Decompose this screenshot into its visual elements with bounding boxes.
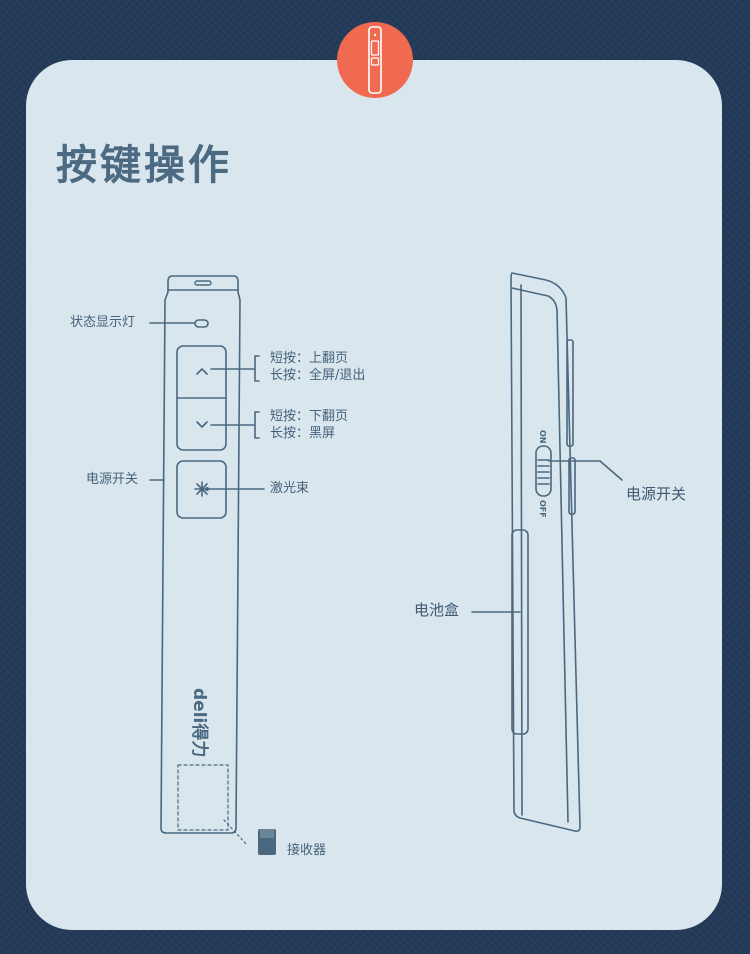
receiver-leader	[223, 819, 248, 846]
side-button-edge-2	[568, 457, 576, 515]
side-remote-back-ridge	[520, 284, 523, 816]
battery-box-outline	[511, 529, 529, 735]
receiver-label: 接收器	[287, 843, 327, 858]
power-switch-front-label: 电源开关	[86, 472, 139, 487]
deli-brand-logo: deli得力	[189, 688, 210, 757]
front-top-slot	[194, 280, 212, 286]
laser-label: 激光束	[270, 481, 310, 496]
up-long-press-text: 长按：全屏/退出	[270, 368, 366, 383]
switch-on-label: ON	[538, 430, 547, 444]
side-remote-body	[510, 272, 581, 832]
content-card	[26, 60, 722, 930]
status-light-indicator	[194, 319, 209, 328]
up-button-description: 短按：上翻页 长按：全屏/退出	[270, 350, 365, 384]
side-remote-inner-edge	[511, 287, 569, 823]
down-desc-leader	[210, 411, 260, 439]
chevron-up-icon	[196, 368, 208, 375]
page-title: 按键操作	[56, 141, 232, 189]
front-remote-body	[160, 275, 241, 834]
power-side-leader	[548, 460, 623, 481]
switch-off-label: OFF	[538, 500, 547, 518]
battery-box-label: 电池盒	[414, 601, 460, 619]
down-button-description: 短按：下翻页 长按：黑屏	[270, 408, 348, 442]
up-short-press-text: 短按：上翻页	[270, 351, 349, 366]
down-long-press-text: 长按：黑屏	[270, 426, 336, 441]
laser-star-icon	[194, 481, 210, 497]
presenter-remote-icon	[368, 26, 382, 94]
receiver-compartment	[177, 764, 229, 831]
down-short-press-text: 短按：下翻页	[270, 409, 349, 424]
power-switch-side-label: 电源开关	[626, 485, 687, 503]
status-light-label: 状态显示灯	[70, 315, 136, 330]
presenter-remote-badge	[337, 22, 413, 98]
up-desc-leader	[210, 355, 260, 382]
chevron-down-icon	[196, 421, 208, 428]
power-switch-slider	[535, 445, 552, 497]
side-button-edge	[566, 339, 574, 447]
